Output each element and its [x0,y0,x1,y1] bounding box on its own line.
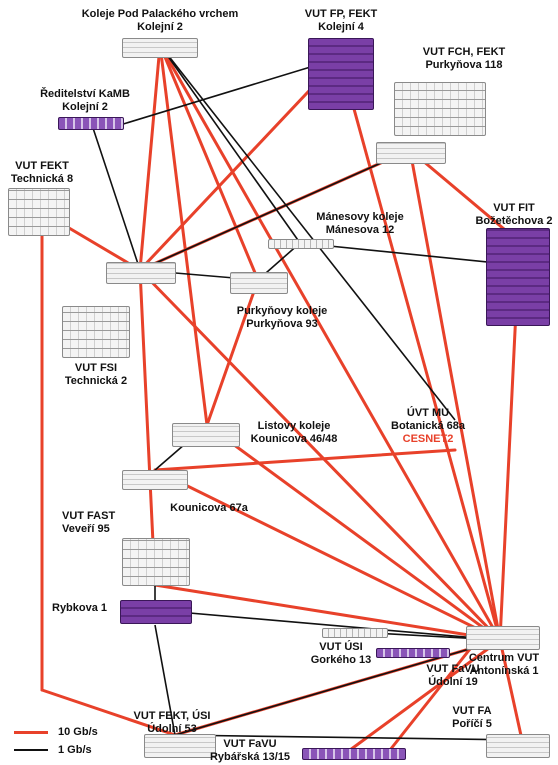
switch-vut-usi [322,628,388,638]
legend-10g-swatch [14,730,48,734]
chassis-vut-fast [122,538,190,586]
link-10g [153,448,457,472]
link-1g [154,624,176,736]
switch-vut-fch-fekt-access [376,142,446,164]
link-10g [158,43,502,642]
label-rybkova: Rybkova 1 [52,602,108,614]
chassis-vut-fekt-technicka [8,188,70,236]
link-1g [299,242,518,266]
link-1g [91,124,141,271]
link-10g [205,423,502,642]
switch-manesovy-koleje [268,239,334,249]
switch-core-technicka [106,262,176,284]
link-10g [408,148,519,242]
legend-10g-label: 10 Gb/s [58,726,98,738]
link-10g [40,688,177,737]
label-cesnet2: CESNET2 [402,433,454,445]
switch-vut-fp-fekt [308,38,374,110]
link-10g [408,148,502,642]
link-1g [174,734,523,741]
label-kounicova: Kounicova 67a [170,502,248,514]
link-10g [348,638,502,752]
switch-vut-fit [486,228,550,326]
link-10g [498,638,524,742]
link-1g [154,609,501,641]
link-10g [388,647,472,752]
switch-vut-fa [486,734,550,758]
switch-purkynovy-koleje [230,272,288,294]
link-10g [153,468,502,642]
link-10g [498,288,519,642]
chassis-vut-fsi [62,306,130,358]
link-10g [138,43,162,272]
link-10g [158,43,209,427]
legend-10g: 10 Gb/s [14,726,98,738]
link-1g [159,44,456,421]
switch-vut-fekt-usi [144,734,216,758]
link-10g [138,268,157,587]
legend-1g-label: 1 Gb/s [58,744,92,756]
switch-listovy-koleje [172,423,240,447]
link-10g [158,43,260,282]
switch-kolej-pod-palackeho [122,38,198,58]
link-10g [138,56,342,272]
switch-vut-favu-udolni [376,648,450,658]
switch-reditelstvi-kamb [58,117,124,130]
legend-1g-swatch [14,749,48,752]
links-10gbps [40,43,524,752]
link-1g [119,57,341,126]
links-1gbps [91,44,523,741]
link-10g [338,56,502,642]
switch-rybkova [120,600,192,624]
link-10g [153,583,502,642]
chassis-vut-fch-fekt [394,82,486,136]
switch-centrum-vut [466,626,540,650]
link-10g [205,278,260,427]
link-10g [138,268,502,642]
legend-1g: 1 Gb/s [14,744,92,756]
switch-vut-favu-rybarska [302,748,406,760]
switch-kounicova [122,470,188,490]
link-1g [139,149,411,271]
